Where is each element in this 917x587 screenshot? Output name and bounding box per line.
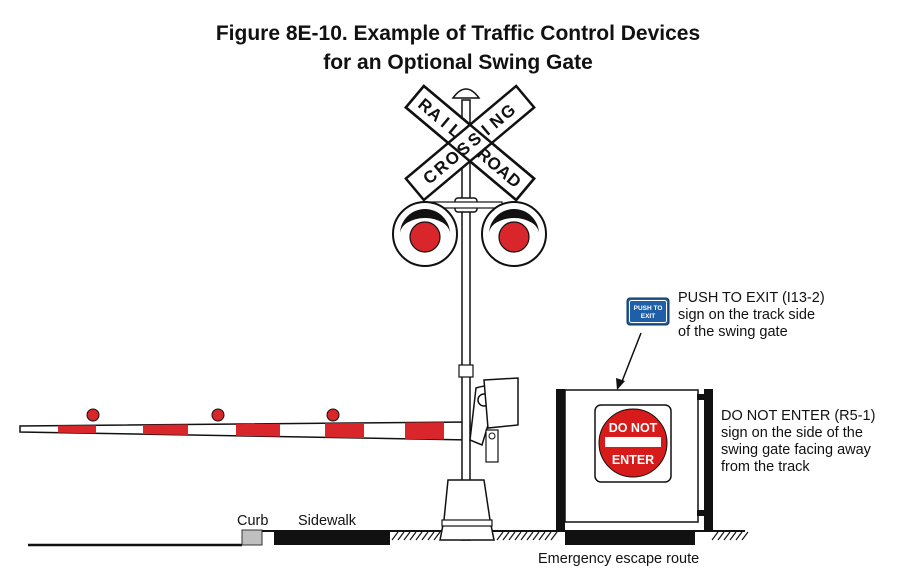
- gate-arm-stripes: [58, 422, 444, 440]
- swing-gate: DO NOT ENTER: [556, 389, 713, 531]
- mast-bracket: [458, 364, 474, 378]
- hatch-mark-16: [538, 531, 546, 541]
- hatch-mark-3: [403, 531, 411, 541]
- flashing-light-right: [481, 201, 547, 267]
- hatch-mark-21: [723, 531, 731, 541]
- hatch-mark-10: [502, 531, 510, 541]
- ground: [28, 529, 749, 547]
- hatch-mark-8: [433, 531, 441, 541]
- hatch-mark-2: [397, 531, 405, 541]
- ground-hatching: [391, 531, 749, 541]
- crossbuck-blade-2: [404, 84, 536, 202]
- mast-base-plate: [441, 519, 493, 527]
- dne-caption-line4: from the track: [721, 459, 810, 475]
- hatch-mark-23: [735, 531, 743, 541]
- hatch-mark-19: [711, 531, 719, 541]
- hatch-mark-1: [391, 531, 399, 541]
- gate-light-1: [86, 408, 100, 422]
- mast-foundation: [439, 479, 495, 541]
- push-to-exit-sign: PUSH TO EXIT: [626, 297, 670, 326]
- hatch-mark-11: [508, 531, 516, 541]
- swing-gate-post-left: [556, 389, 565, 531]
- push-sign-plate: [626, 297, 670, 326]
- push-caption-line1: PUSH TO EXIT (I13-2): [678, 290, 825, 306]
- hatch-mark-24: [741, 531, 749, 541]
- mast-cap: [451, 88, 481, 99]
- gate-stripe-3: [236, 423, 280, 437]
- push-sign-pointer-arrow: [616, 332, 642, 390]
- dne-caption-line1: DO NOT ENTER (R5-1): [721, 408, 875, 424]
- mechanism-bolt: [488, 432, 496, 440]
- signal-mast: [429, 88, 519, 541]
- escape-route-slab: [565, 531, 695, 545]
- swing-gate-post-right: [704, 389, 713, 531]
- gate-counterweight: [485, 429, 499, 463]
- sidewalk-slab: [274, 531, 390, 545]
- dne-caption-line3: swing gate facing away: [721, 442, 872, 458]
- curb-label: Curb: [237, 513, 268, 529]
- dne-sign-line2: ENTER: [612, 453, 654, 467]
- hinge-bottom: [697, 510, 704, 516]
- hatch-mark-14: [526, 531, 534, 541]
- hatch-mark-5: [415, 531, 423, 541]
- push-caption-line2: sign on the track side: [678, 307, 815, 323]
- dne-sign-bar: [605, 437, 661, 447]
- gate-stripe-1: [58, 425, 96, 434]
- push-sign-inner-border: [629, 300, 667, 323]
- hatch-mark-22: [729, 531, 737, 541]
- dne-sign-line1: DO NOT: [609, 421, 658, 435]
- hatch-mark-15: [532, 531, 540, 541]
- lamp-lens-left: [409, 221, 441, 253]
- flashing-light-left: [392, 201, 458, 267]
- gate-light-3: [326, 408, 340, 422]
- gate-stripe-4: [325, 422, 364, 439]
- gate-light-2: [211, 408, 225, 422]
- figure-title-line2: for an Optional Swing Gate: [323, 51, 593, 74]
- hatch-mark-18: [550, 531, 558, 541]
- hatch-mark-13: [520, 531, 528, 541]
- gate-mechanism-housing: [483, 377, 519, 429]
- curb-shape: [241, 529, 263, 546]
- hatch-mark-9: [496, 531, 504, 541]
- escape-route-label: Emergency escape route: [538, 551, 699, 567]
- hatch-mark-20: [717, 531, 725, 541]
- gate-stripe-2: [143, 424, 188, 435]
- gate-stripe-5: [405, 422, 444, 440]
- sidewalk-label: Sidewalk: [298, 513, 357, 529]
- lamp-lens-right: [498, 221, 530, 253]
- hatch-mark-4: [409, 531, 417, 541]
- figure-title-line1: Figure 8E-10. Example of Traffic Control…: [216, 22, 700, 45]
- push-sign-line1: PUSH TO: [634, 305, 663, 312]
- hatch-mark-7: [427, 531, 435, 541]
- hinge-top: [697, 394, 704, 400]
- push-sign-line2: EXIT: [641, 313, 655, 320]
- push-caption-line3: of the swing gate: [678, 324, 788, 340]
- hatch-mark-6: [421, 531, 429, 541]
- gate-arm: [19, 408, 471, 441]
- dne-caption-line2: sign on the side of the: [721, 425, 863, 441]
- hatch-mark-17: [544, 531, 552, 541]
- hatch-mark-12: [514, 531, 522, 541]
